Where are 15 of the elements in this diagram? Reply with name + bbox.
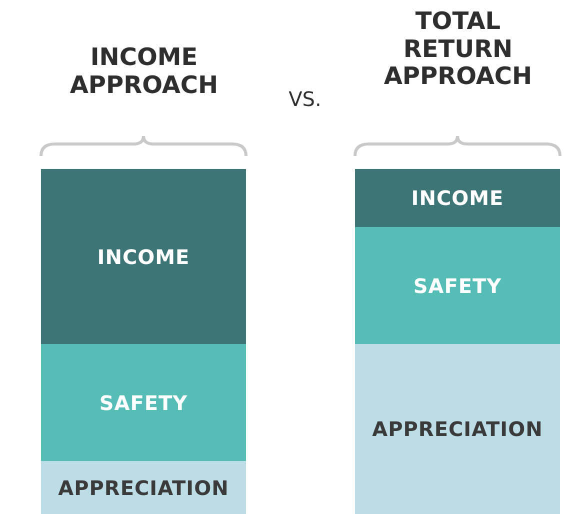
stacked-segment: [355, 169, 560, 227]
stacked-segment: [355, 344, 560, 514]
segment-label: APPRECIATION: [372, 417, 543, 441]
segment-label: INCOME: [97, 244, 190, 268]
column-heading: INCOME APPROACH: [68, 44, 220, 100]
versus-label: VS.: [288, 88, 322, 111]
stacked-segment: [41, 344, 246, 461]
segment-label: SAFETY: [413, 274, 502, 298]
stacked-segment: [41, 169, 246, 344]
segment-label: SAFETY: [99, 390, 188, 414]
stacked-segment: [41, 461, 246, 514]
column-heading: TOTAL RETURN APPROACH: [382, 8, 534, 91]
segment-label: APPRECIATION: [58, 476, 229, 500]
stacked-segment: [355, 227, 560, 344]
segment-label: INCOME: [411, 186, 504, 210]
